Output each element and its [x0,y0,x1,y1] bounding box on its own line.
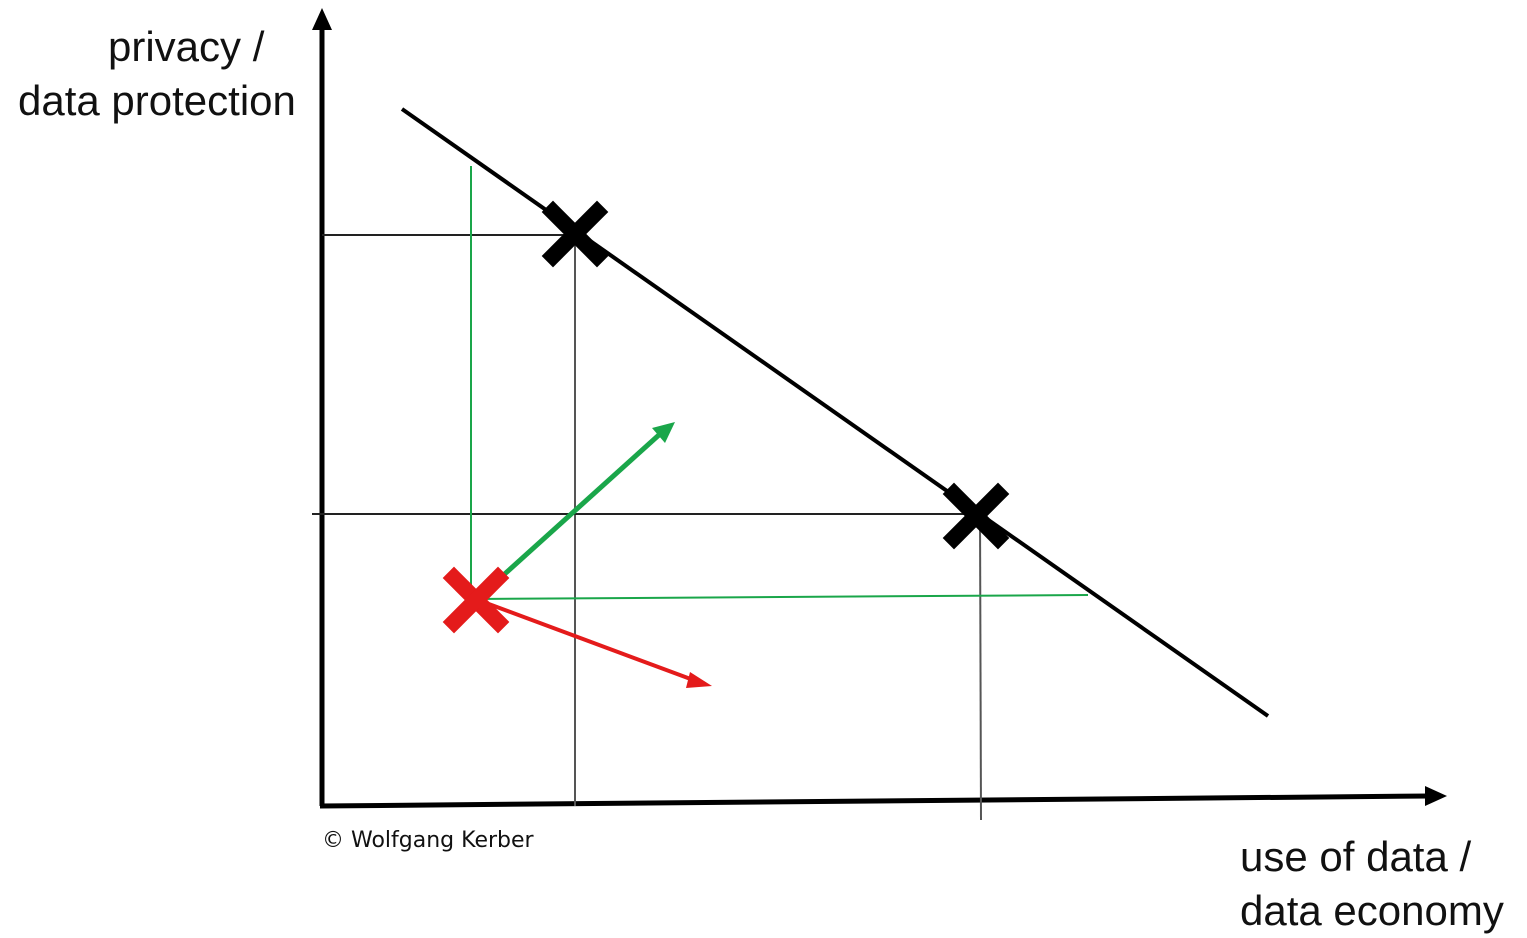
y-axis-label: privacy / data protection [18,20,318,128]
red-arrowhead [686,672,712,688]
y-axis-label-line2: data protection [18,77,296,124]
tradeoff-frontier-line [400,107,1270,718]
x-axis-label-line1: use of data / [1240,833,1472,880]
green-arrowhead [652,422,675,443]
red-arrow-shaft [477,598,697,683]
y-axis-arrowhead [312,8,332,30]
current-point-marker [442,566,510,634]
upper-point-marker [541,200,609,268]
guide-vertical-lower [979,513,982,821]
copyright-notice: © Wolfgang Kerber [322,828,534,853]
x-axis [319,793,1431,809]
x-axis-label-line2: data economy [1240,887,1504,934]
green-arrow-shaft [476,432,662,600]
lower-point-marker [942,482,1010,550]
x-axis-arrowhead [1425,786,1447,806]
y-axis-label-line1: privacy / [108,23,265,70]
green-guide-horizontal [475,594,1089,600]
x-axis-label: use of data / data economy [1240,830,1527,938]
